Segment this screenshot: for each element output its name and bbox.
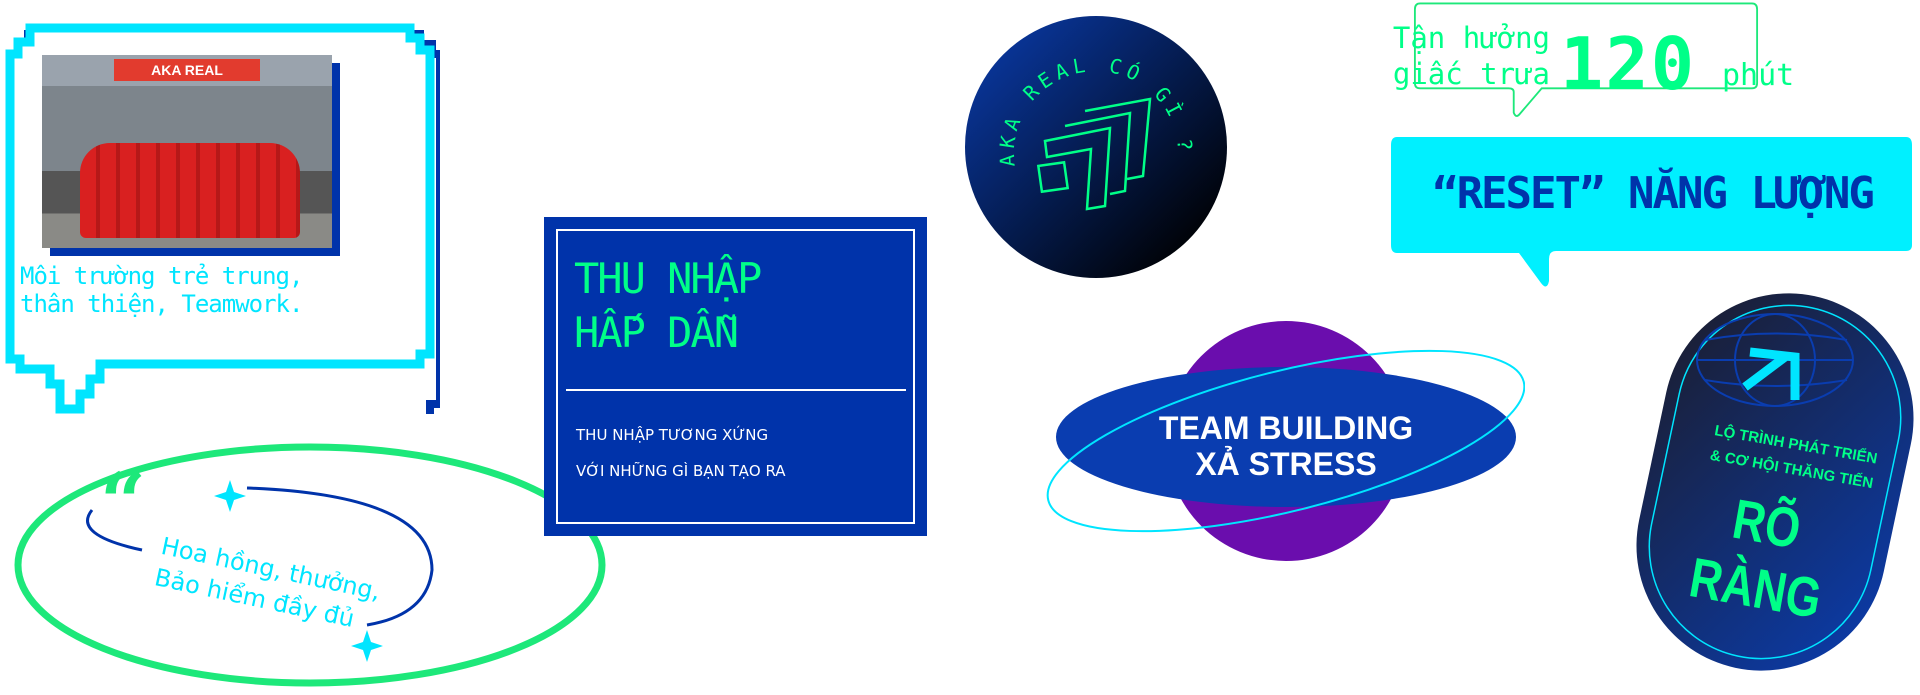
subtitle-line: THU NHẬP TƯƠNG XỨNG <box>576 426 769 444</box>
subtitle-line: VỚI NHỮNG GÌ BẠN TẠO RA <box>576 462 786 480</box>
title-line: THU NHẬP <box>574 254 762 303</box>
aka-logo-icon <box>1036 97 1152 211</box>
aka-real-circle-badge: AKA REAL CÓ GÌ ? <box>965 16 1227 278</box>
divider <box>566 389 906 391</box>
card-border <box>556 229 915 524</box>
benefits-oval: “ <box>14 443 606 687</box>
rest-unit: phút <box>1722 58 1795 93</box>
team-building-text: TEAM BUILDING XẢ STRESS <box>1080 410 1492 482</box>
arrow-up-right-icon <box>1742 347 1800 400</box>
team-line: TEAM BUILDING <box>1158 410 1414 446</box>
caption-line: thân thiện, Teamwork. <box>20 290 303 318</box>
quote-mark-icon: “ <box>100 455 146 549</box>
income-subtitle: THU NHẬP TƯƠNG XỨNG VỚI NHỮNG GÌ BẠN TẠO… <box>576 417 786 489</box>
title-line: HẤP DẪN <box>574 308 739 357</box>
rest-text: Tận hưởng giấc trưa <box>1370 20 1550 92</box>
rest-line: Tận hưởng <box>1392 21 1550 55</box>
sparkle-icon <box>214 480 246 512</box>
career-badge <box>1636 293 1914 671</box>
income-card: THU NHẬP HẤP DẪN THU NHẬP TƯƠNG XỨNG VỚI… <box>544 217 927 536</box>
reset-text: “RESET” NĂNG LƯỢNG <box>1432 168 1875 219</box>
team-people <box>80 143 300 238</box>
rest-minutes: 120 <box>1560 22 1697 106</box>
rest-line: giấc trưa <box>1392 57 1550 91</box>
team-line: XẢ STRESS <box>1195 446 1377 482</box>
caption-line: Môi trường trẻ trung, <box>20 262 303 290</box>
environment-caption: Môi trường trẻ trung, thân thiện, Teamwo… <box>20 262 380 318</box>
income-title: THU NHẬP HẤP DẪN <box>574 252 762 360</box>
team-building-graphic <box>1046 321 1525 561</box>
reset-banner <box>1391 137 1912 287</box>
sparkle-icon <box>351 630 383 662</box>
team-photo: AKA REAL <box>42 55 332 248</box>
rest-speech-bubble <box>1413 2 1759 117</box>
photo-sign: AKA REAL <box>114 59 260 81</box>
